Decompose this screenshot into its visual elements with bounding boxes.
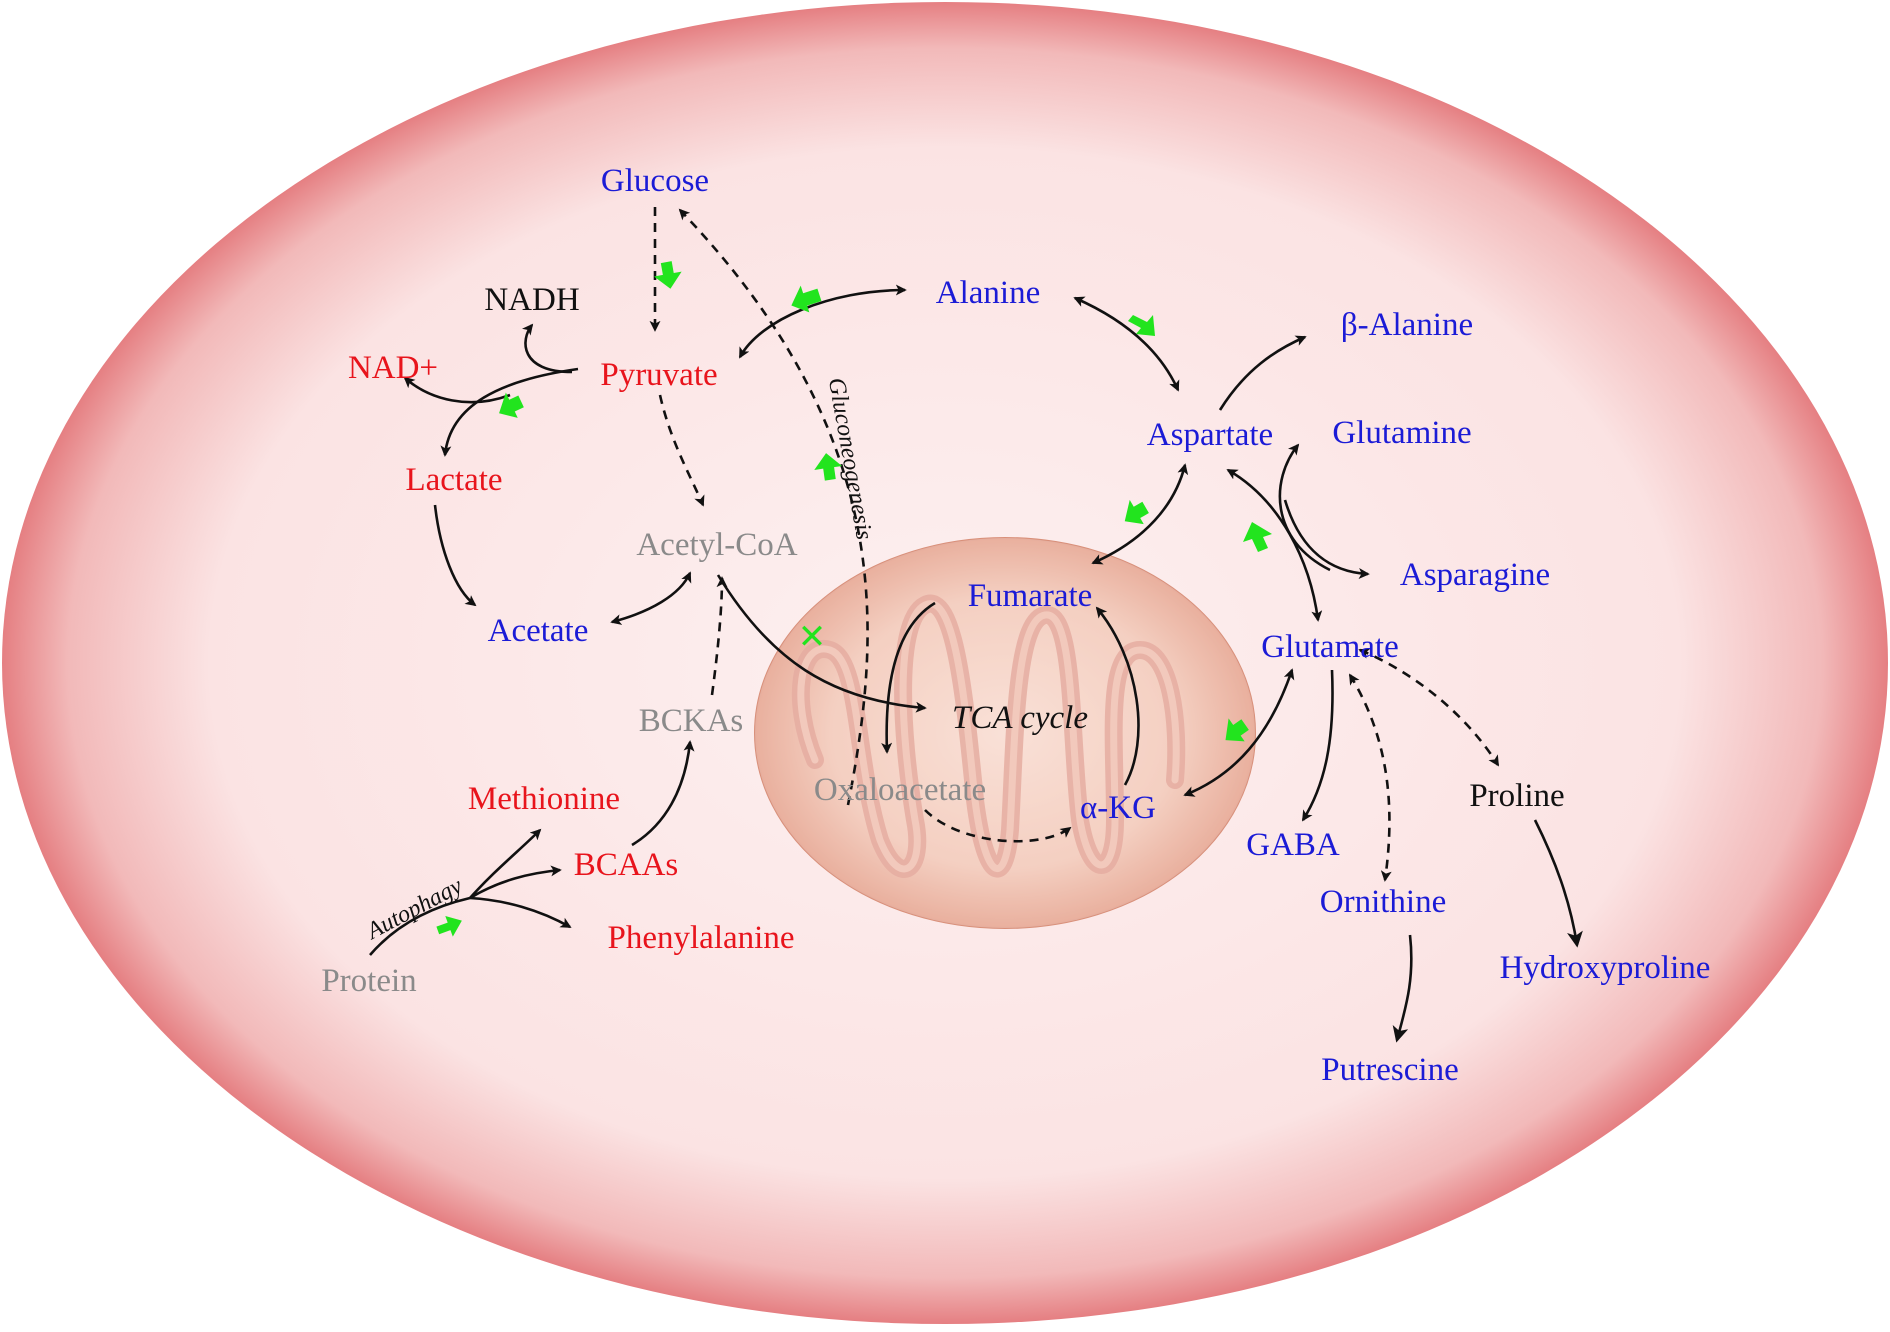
label-acetate: Acetate xyxy=(488,613,589,649)
label-pyruvate: Pyruvate xyxy=(600,357,717,393)
green-arrow-pyruvate-lactate xyxy=(499,392,524,418)
arrow-aspartate-beta-alanine xyxy=(1218,335,1307,411)
label-beta-alanine: β-Alanine xyxy=(1341,307,1473,343)
green-arrow-alanine-aspartate xyxy=(1128,315,1155,336)
label-ornithine: Ornithine xyxy=(1320,884,1446,920)
label-tca-cycle: TCA cycle xyxy=(952,700,1088,736)
arrow-glutamate-proline xyxy=(1358,648,1500,767)
arrow-aspartate-glutamate xyxy=(1226,468,1323,622)
arrow-pyruvate-to-acetylcoa xyxy=(658,394,705,507)
label-nadh: NADH xyxy=(484,282,579,318)
arrow-protein-autophagy xyxy=(369,896,471,956)
label-acetyl-coa: Acetyl-CoA xyxy=(636,527,797,563)
arrow-alanine-pyruvate xyxy=(738,284,907,359)
arrow-akg-to-fumarate xyxy=(1095,606,1140,786)
label-bckas: BCKAs xyxy=(639,703,744,739)
arrow-autophagy-phenylalanine xyxy=(469,896,572,929)
label-asparagine: Asparagine xyxy=(1400,557,1550,593)
arrow-autophagy-methionine xyxy=(469,828,542,899)
arrow-to-nad xyxy=(403,376,511,404)
label-proline: Proline xyxy=(1469,778,1564,814)
arrow-nadh-branch xyxy=(521,323,573,374)
arrow-bcaas-bckas xyxy=(631,740,695,847)
arrow-pyruvate-lactate xyxy=(440,367,579,457)
arrow-fumarate-to-oxaloacetate xyxy=(881,601,936,754)
arrow-gluconeogenesis xyxy=(678,208,869,806)
label-gaba: GABA xyxy=(1246,827,1340,863)
green-arrow-glutamate-akg xyxy=(1225,718,1249,742)
arrow-autophagy-bcaas xyxy=(469,865,562,900)
green-arrow-aspartate-glutamate xyxy=(1243,522,1272,552)
label-bcaas: BCAAs xyxy=(574,847,679,883)
arrow-alanine-aspartate xyxy=(1073,296,1180,392)
label-nad-plus: NAD+ xyxy=(348,350,438,386)
arrow-glutamate-gaba xyxy=(1301,669,1334,822)
arrow-ornithine-putrescine xyxy=(1392,934,1413,1043)
arrow-proline-hydroxyproline xyxy=(1533,819,1583,948)
green-arrow-glucose xyxy=(654,261,682,289)
label-lactate: Lactate xyxy=(405,462,502,498)
green-arrow-fumarate-aspartate xyxy=(1124,499,1149,525)
arrow-acetate-acetylcoa xyxy=(610,571,692,625)
label-fumarate: Fumarate xyxy=(968,578,1093,614)
label-glutamine: Glutamine xyxy=(1332,415,1471,451)
inhibition-mark: ✕ xyxy=(798,619,827,656)
arrow-glutamate-akg xyxy=(1183,668,1295,797)
label-aspartate: Aspartate xyxy=(1147,417,1273,453)
label-glutamate: Glutamate xyxy=(1261,629,1398,665)
label-methionine: Methionine xyxy=(468,781,620,817)
arrow-oxaloacetate-to-akg xyxy=(924,809,1072,843)
green-arrow-gluconeogenesis xyxy=(814,453,843,481)
mitochondrion xyxy=(754,537,1256,929)
label-alpha-kg: α-KG xyxy=(1080,790,1156,826)
label-hydroxyproline: Hydroxyproline xyxy=(1500,950,1711,986)
label-glucose: Glucose xyxy=(601,163,709,199)
green-arrow-alanine-pyruvate xyxy=(791,285,822,313)
arrow-acetylcoa-tca xyxy=(716,574,927,713)
label-putrescine: Putrescine xyxy=(1321,1052,1458,1088)
label-oxaloacetate: Oxaloacetate xyxy=(814,772,986,808)
green-arrow-autophagy xyxy=(436,916,462,937)
label-protein: Protein xyxy=(321,963,416,999)
regulation-indicators xyxy=(436,261,1272,937)
label-alanine: Alanine xyxy=(936,275,1040,311)
pathway-arrows xyxy=(369,207,1583,1043)
arrow-lactate-acetate xyxy=(433,504,477,607)
arrow-fumarate-aspartate xyxy=(1091,463,1189,565)
label-phenylalanine: Phenylalanine xyxy=(608,920,795,956)
